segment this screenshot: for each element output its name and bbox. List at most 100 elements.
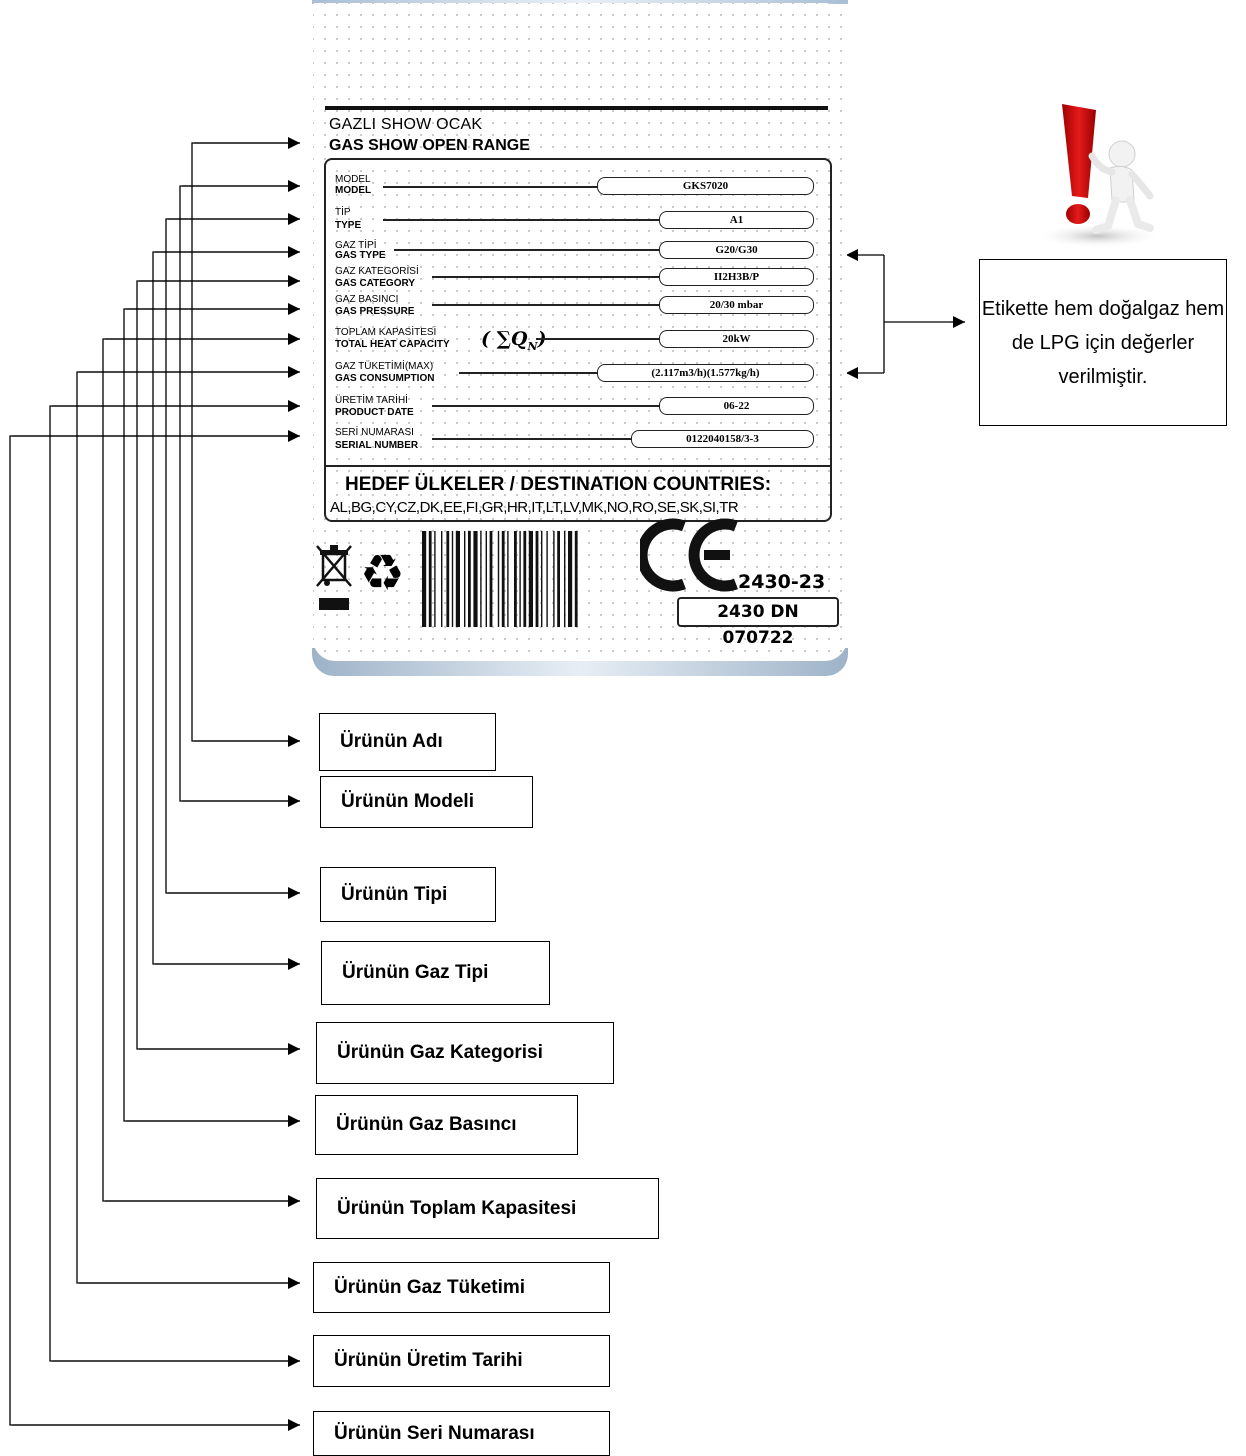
connector-rail-8 <box>76 371 300 1284</box>
plate-data-box <box>324 158 832 522</box>
barcode-bar <box>497 531 500 627</box>
barcode-bar <box>519 531 521 627</box>
callout-gas-category: Ürünün Gaz Kategorisi <box>316 1022 614 1084</box>
capacity-symbol: ( ∑QN) <box>481 328 547 353</box>
field-label-tr: ÜRETİM TARİHİ <box>335 395 408 406</box>
connector-rail-1 <box>191 142 300 742</box>
connector-rail-2 <box>179 185 300 802</box>
destination-title: HEDEF ÜLKELER / DESTINATION COUNTRIES: <box>345 474 772 495</box>
field-label-tr: GAZ KATEGORİSİ <box>335 266 419 277</box>
field-value: G20/G30 <box>659 241 814 259</box>
field-label-tr: GAZ TÜKETİMİ(MAX) <box>335 361 434 372</box>
barcode-bar <box>514 531 517 627</box>
note-box: Etikette hem doğalgaz hem de LPG için de… <box>979 259 1227 426</box>
connector-rail-3 <box>165 218 300 894</box>
field-value: GKS7020 <box>597 177 814 195</box>
field-value: 20kW <box>659 330 814 348</box>
field-label-en: TYPE <box>335 220 362 231</box>
barcode-bar <box>422 531 427 627</box>
connector-rail-10 <box>9 435 300 1426</box>
barcode-bar <box>523 531 527 627</box>
callout-production-date: Ürünün Üretim Tarihi <box>313 1335 610 1387</box>
note-text: Etikette hem doğalgaz hem de LPG için de… <box>981 297 1225 388</box>
field-label-en: GAS CATEGORY <box>335 278 416 289</box>
plate-header-rule <box>325 106 828 110</box>
callout-total-capacity: Ürünün Toplam Kapasitesi <box>316 1178 659 1239</box>
field-leader-line <box>432 276 660 278</box>
field-leader-line <box>536 338 660 340</box>
field-label-tr: TİP <box>335 207 351 218</box>
barcode-bar <box>485 531 487 627</box>
field-label-tr: MODEL <box>335 174 371 185</box>
barcode <box>422 531 578 627</box>
callout-product-model: Ürünün Modeli <box>320 776 533 828</box>
barcode-bar <box>553 531 555 627</box>
barcode-bar <box>568 531 573 627</box>
barcode-bar <box>535 531 539 627</box>
barcode-bar <box>434 531 436 627</box>
field-label-en: TOTAL HEAT CAPACITY <box>335 339 450 350</box>
connector-rail-5 <box>136 280 300 1050</box>
connector-rail-6 <box>123 308 300 1122</box>
barcode-bar <box>480 531 482 627</box>
field-leader-line <box>383 186 598 188</box>
weee-crossed-bin-icon <box>316 545 352 610</box>
field-label-en: GAS CONSUMPTION <box>335 373 435 384</box>
plate-top-edge <box>312 0 848 4</box>
barcode-bar <box>451 531 454 627</box>
field-value: II2H3B/P <box>659 268 814 286</box>
callout-serial-number: Ürünün Seri Numarası <box>313 1411 610 1456</box>
ce-mark <box>640 518 738 592</box>
field-value: A1 <box>659 211 814 229</box>
barcode-bar <box>574 531 578 627</box>
field-leader-line <box>432 304 660 306</box>
field-leader-line <box>432 405 660 407</box>
field-value: (2.117m3/h)(1.577kg/h) <box>597 364 814 382</box>
plate-data-divider <box>324 465 832 467</box>
barcode-bar <box>464 531 466 627</box>
field-label-en: MODEL <box>335 185 372 196</box>
field-label-tr: SERİ NUMARASI <box>335 427 414 438</box>
recycle-icon: ♻ <box>360 544 405 602</box>
barcode-bar <box>546 531 548 627</box>
plate-title-tr: GAZLI SHOW OCAK <box>329 116 483 133</box>
barcode-bar <box>441 531 443 627</box>
connector-rail-4 <box>152 251 300 965</box>
barcode-bar <box>564 531 566 627</box>
connector-rail-7 <box>102 338 300 1202</box>
barcode-bar <box>507 531 509 627</box>
barcode-bar <box>446 531 450 627</box>
field-label-en: GAS PRESSURE <box>335 306 415 317</box>
connector-rail-9 <box>49 405 300 1362</box>
note-bracket <box>883 255 950 373</box>
barcode-bar <box>428 531 432 627</box>
barcode-bar <box>541 531 543 627</box>
field-label-tr: GAZ BASINCI <box>335 294 399 305</box>
field-label-tr: TOPLAM KAPASİTESİ <box>335 327 437 338</box>
field-label-en: SERIAL NUMBER <box>335 440 419 451</box>
callout-product-type: Ürünün Tipi <box>320 867 496 922</box>
barcode-bar <box>489 531 493 627</box>
barcode-bar <box>468 531 471 627</box>
notified-body-code: 2430 DN 070722 <box>677 597 839 648</box>
field-label-tr: GAZ TİPİ <box>335 240 377 251</box>
ce-notified-number: 2430-23 <box>738 571 826 593</box>
field-value: 20/30 mbar <box>659 296 814 314</box>
barcode-bar <box>473 531 478 627</box>
destination-list: AL,BG,CY,CZ,DK,EE,FI,GR,HR,IT,LT,LV,MK,N… <box>330 499 739 516</box>
field-leader-line <box>459 372 598 374</box>
field-value: 0122040158/3-3 <box>631 430 814 448</box>
exclamation-figure-icon <box>1034 104 1162 248</box>
callout-gas-consumption: Ürünün Gaz Tüketimi <box>313 1262 610 1313</box>
barcode-bar <box>557 531 560 627</box>
field-value: 06-22 <box>659 397 814 415</box>
field-label-en: GAS TYPE <box>335 250 386 261</box>
callout-product-name: Ürünün Adı <box>319 713 496 771</box>
callout-gas-type: Ürünün Gaz Tipi <box>321 941 550 1005</box>
barcode-bar <box>501 531 505 627</box>
barcode-bar <box>455 531 460 627</box>
plate-title-en: GAS SHOW OPEN RANGE <box>329 137 530 154</box>
field-leader-line <box>432 438 632 440</box>
field-label-en: PRODUCT DATE <box>335 407 414 418</box>
